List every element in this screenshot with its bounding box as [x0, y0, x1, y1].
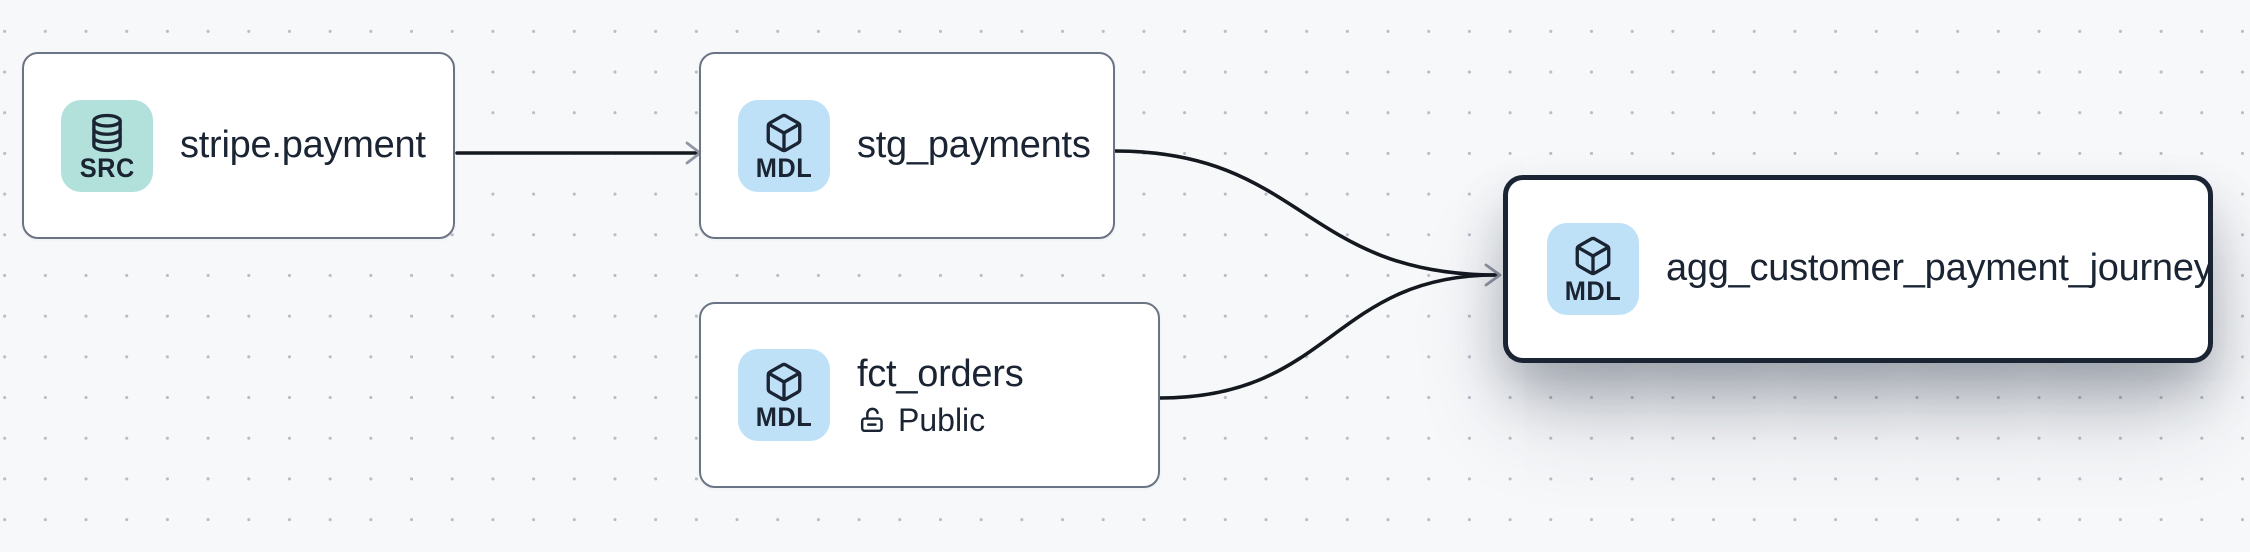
- badge-label: MDL: [755, 402, 813, 433]
- model-type-badge: MDL: [1547, 223, 1639, 315]
- node-stripe-payment[interactable]: SRC stripe.payment: [22, 52, 455, 239]
- node-title: fct_orders: [857, 352, 1024, 395]
- node-fct-orders[interactable]: MDL fct_orders Public: [699, 302, 1160, 488]
- arrowhead-icon: [1484, 263, 1502, 287]
- cube-icon: [766, 363, 802, 402]
- node-title: stripe.payment: [180, 123, 426, 166]
- node-title: agg_customer_payment_journey: [1666, 247, 2213, 290]
- cube-icon: [1575, 237, 1611, 276]
- access-label: Public: [898, 402, 986, 439]
- edge-stg-payments-to-agg-customer-payment-journey[interactable]: [1113, 149, 1498, 277]
- node-agg-customer-payment-journey[interactable]: MDL agg_customer_payment_journey: [1503, 175, 2213, 363]
- node-title: stg_payments: [857, 123, 1091, 166]
- access-row: Public: [857, 402, 1023, 439]
- badge-label: MDL: [755, 152, 813, 183]
- model-type-badge: MDL: [738, 99, 830, 192]
- unlock-icon: [860, 407, 883, 433]
- database-icon: [92, 113, 122, 152]
- badge-label: MDL: [1564, 276, 1622, 307]
- model-type-badge: MDL: [738, 349, 830, 441]
- edge-fct-orders-to-agg-customer-payment-journey[interactable]: [1158, 273, 1498, 400]
- node-stg-payments[interactable]: MDL stg_payments: [699, 52, 1115, 239]
- source-type-badge: SRC: [61, 99, 153, 192]
- badge-label: SRC: [79, 152, 135, 183]
- cube-icon: [766, 113, 802, 152]
